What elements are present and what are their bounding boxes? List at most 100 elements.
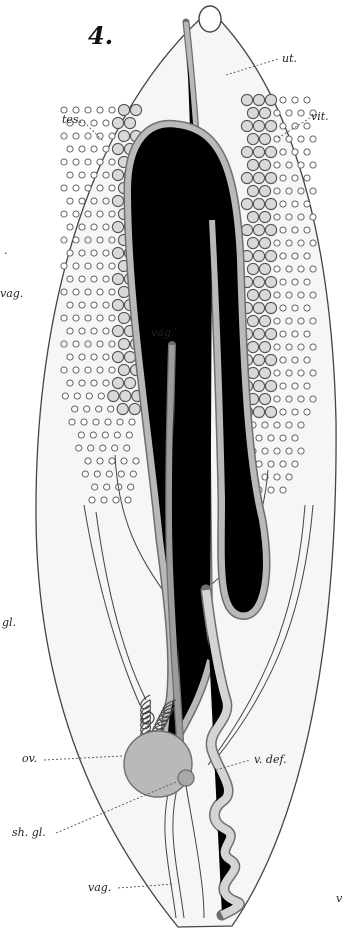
right-testis-follicle — [253, 146, 264, 157]
right-vitelline-follicle — [286, 266, 292, 272]
left-vitelline-follicle — [67, 276, 73, 282]
left-testis-follicle — [120, 390, 131, 401]
right-vitelline-follicle — [256, 435, 262, 441]
label-vag-left: vag. — [0, 287, 23, 300]
left-vitelline-follicle — [106, 471, 112, 477]
left-vitelline-follicle — [103, 354, 109, 360]
left-vitelline-follicle — [109, 263, 115, 269]
label-sh-gl: sh. gl. — [12, 826, 46, 839]
left-vitelline-follicle — [124, 445, 130, 451]
right-vitelline-follicle — [298, 370, 304, 376]
left-vitelline-follicle — [73, 159, 79, 165]
right-testis-follicle — [247, 107, 258, 118]
left-vitelline-follicle — [91, 328, 97, 334]
left-vitelline-follicle — [79, 354, 85, 360]
left-vitelline-follicle — [67, 354, 73, 360]
left-vitelline-follicle — [114, 432, 120, 438]
left-vitelline-follicle — [117, 419, 123, 425]
right-vitelline-follicle — [286, 162, 292, 168]
left-vitelline-follicle — [79, 250, 85, 256]
left-vitelline-follicle — [103, 172, 109, 178]
left-vitelline-follicle — [130, 471, 136, 477]
right-vitelline-follicle — [304, 279, 310, 285]
right-vitelline-follicle — [310, 344, 316, 350]
right-testis-follicle — [265, 380, 276, 391]
left-vitelline-follicle — [85, 159, 91, 165]
right-testis-follicle — [253, 380, 264, 391]
right-vitelline-follicle — [286, 344, 292, 350]
right-vitelline-follicle — [304, 305, 310, 311]
right-vitelline-follicle — [298, 292, 304, 298]
right-vitelline-follicle — [292, 383, 298, 389]
left-vitelline-follicle — [125, 497, 131, 503]
left-vitelline-follicle — [109, 159, 115, 165]
right-vitelline-follicle — [274, 344, 280, 350]
right-testis-follicle — [259, 211, 270, 222]
label-ut: ut. — [282, 52, 297, 65]
left-vitelline-follicle — [97, 289, 103, 295]
right-testis-follicle — [253, 172, 264, 183]
label-tes: tes. — [62, 113, 82, 126]
left-vitelline-follicle — [61, 133, 67, 139]
right-testis-follicle — [253, 276, 264, 287]
right-testis-follicle — [241, 172, 252, 183]
right-vitelline-follicle — [310, 292, 316, 298]
right-vitelline-follicle — [268, 461, 274, 467]
right-testis-follicle — [247, 289, 258, 300]
left-vitelline-follicle — [62, 393, 68, 399]
left-vitelline-follicle — [85, 211, 91, 217]
left-vitelline-follicle — [79, 276, 85, 282]
right-vitelline-follicle — [298, 110, 304, 116]
right-vitelline-follicle — [298, 240, 304, 246]
left-testis-follicle — [112, 195, 123, 206]
left-vitelline-follicle — [76, 445, 82, 451]
left-vitelline-follicle — [81, 419, 87, 425]
right-vitelline-follicle — [280, 253, 286, 259]
left-vitelline-follicle — [61, 315, 67, 321]
right-testis-follicle — [259, 341, 270, 352]
left-vitelline-follicle — [78, 432, 84, 438]
left-vitelline-follicle — [103, 276, 109, 282]
right-testis-follicle — [265, 120, 276, 131]
right-vitelline-follicle — [298, 448, 304, 454]
right-testis-follicle — [253, 250, 264, 261]
right-testis-follicle — [241, 94, 252, 105]
left-vitelline-follicle — [85, 107, 91, 113]
right-testis-follicle — [265, 276, 276, 287]
right-vitelline-follicle — [304, 175, 310, 181]
right-vitelline-follicle — [292, 227, 298, 233]
left-vitelline-follicle — [103, 302, 109, 308]
left-vitelline-follicle — [103, 146, 109, 152]
right-vitelline-follicle — [298, 266, 304, 272]
label-stray-v: v — [336, 892, 343, 905]
right-vitelline-follicle — [298, 188, 304, 194]
right-vitelline-follicle — [268, 487, 274, 493]
left-vitelline-follicle — [103, 120, 109, 126]
right-vitelline-follicle — [286, 370, 292, 376]
right-vitelline-follicle — [292, 97, 298, 103]
right-vitelline-follicle — [304, 357, 310, 363]
left-vitelline-follicle — [61, 211, 67, 217]
left-vitelline-follicle — [133, 458, 139, 464]
left-vitelline-follicle — [91, 172, 97, 178]
left-testis-follicle — [124, 351, 135, 362]
right-testis-follicle — [247, 133, 258, 144]
right-vitelline-follicle — [304, 253, 310, 259]
left-vitelline-follicle — [109, 458, 115, 464]
right-vitelline-follicle — [310, 318, 316, 324]
left-vitelline-follicle — [79, 302, 85, 308]
right-testis-follicle — [265, 328, 276, 339]
left-vitelline-follicle — [109, 341, 115, 347]
right-vitelline-follicle — [304, 97, 310, 103]
label-v-def: v. def. — [254, 753, 287, 766]
left-vitelline-follicle — [61, 341, 67, 347]
right-vitelline-follicle — [274, 448, 280, 454]
left-vitelline-follicle — [88, 445, 94, 451]
right-testis-follicle — [259, 367, 270, 378]
left-vitelline-follicle — [100, 445, 106, 451]
left-vitelline-follicle — [97, 341, 103, 347]
right-vitelline-follicle — [274, 396, 280, 402]
left-vitelline-follicle — [96, 406, 102, 412]
right-testis-follicle — [247, 263, 258, 274]
